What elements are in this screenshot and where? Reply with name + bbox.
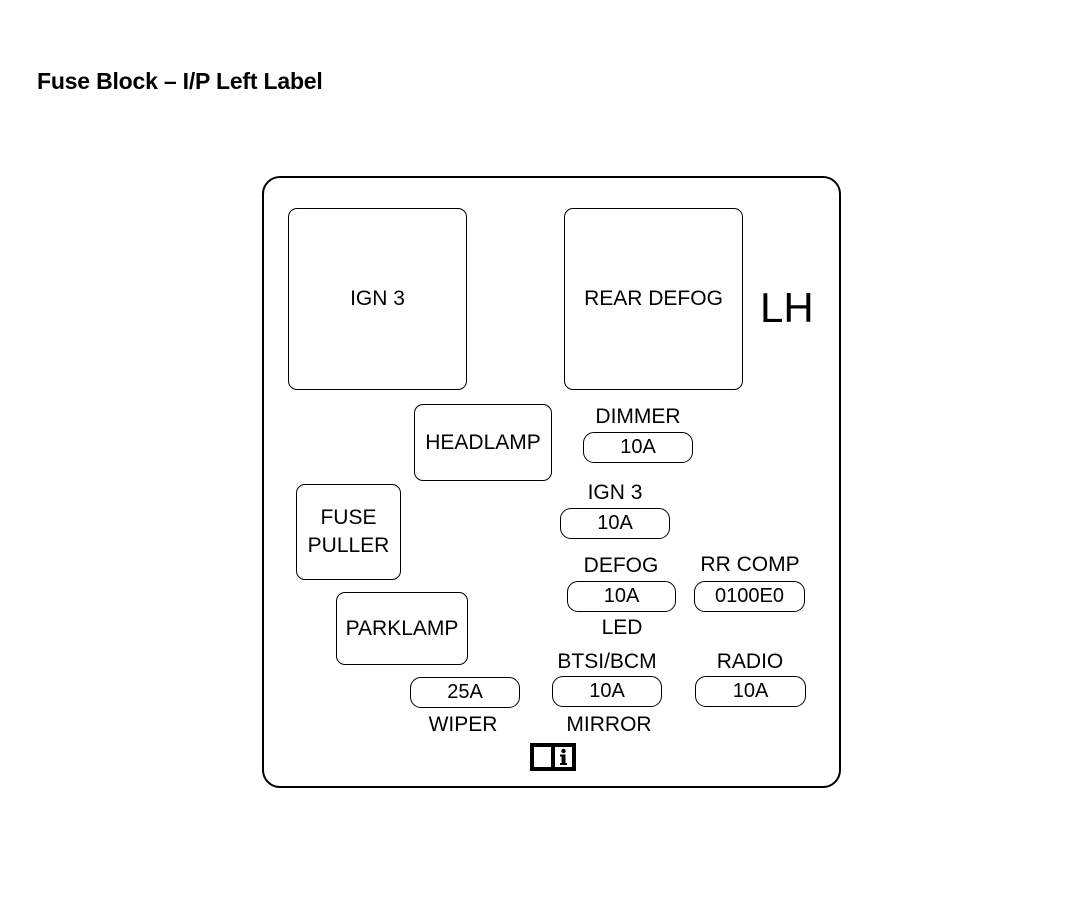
relay-headlamp: HEADLAMP <box>414 404 552 481</box>
fuse-btsi-bcm: 10A <box>552 676 662 707</box>
fuse-wiper: 25A <box>410 677 520 708</box>
relay-parklamp: PARKLAMP <box>336 592 468 665</box>
page-title: Fuse Block – I/P Left Label <box>37 68 323 94</box>
fuse-block-panel <box>262 176 841 788</box>
fuse-label-rr-comp: RR COMP <box>700 553 800 576</box>
owner-manual-info-icon <box>530 743 576 771</box>
fuse-puller: FUSE PULLER <box>296 484 401 580</box>
fuse-label-ign3: IGN 3 <box>587 481 643 504</box>
fuse-label-radio: RADIO <box>716 650 784 673</box>
fuse-label-defog: DEFOG <box>583 554 659 577</box>
fuse-dimmer: 10A <box>583 432 693 463</box>
fuse-label-dimmer: DIMMER <box>595 405 681 428</box>
fuse-label-btsi-bcm: BTSI/BCM <box>557 650 657 673</box>
fuse-ign3: 10A <box>560 508 670 539</box>
fuse-radio: 10A <box>695 676 806 707</box>
relay-rear-defog: REAR DEFOG <box>564 208 743 390</box>
side-marker: LH <box>760 284 814 331</box>
relay-ign3: IGN 3 <box>288 208 467 390</box>
fuse-defog: 10A <box>567 581 676 612</box>
fuse-puller-line2: PULLER <box>307 534 390 557</box>
fuse-rr-comp: 0100E0 <box>694 581 805 612</box>
fuse-label-wiper: WIPER <box>428 713 498 736</box>
fuse-sublabel-led: LED <box>601 616 643 639</box>
fuse-sublabel-mirror: MIRROR <box>566 713 652 736</box>
fuse-puller-line1: FUSE <box>320 506 377 529</box>
